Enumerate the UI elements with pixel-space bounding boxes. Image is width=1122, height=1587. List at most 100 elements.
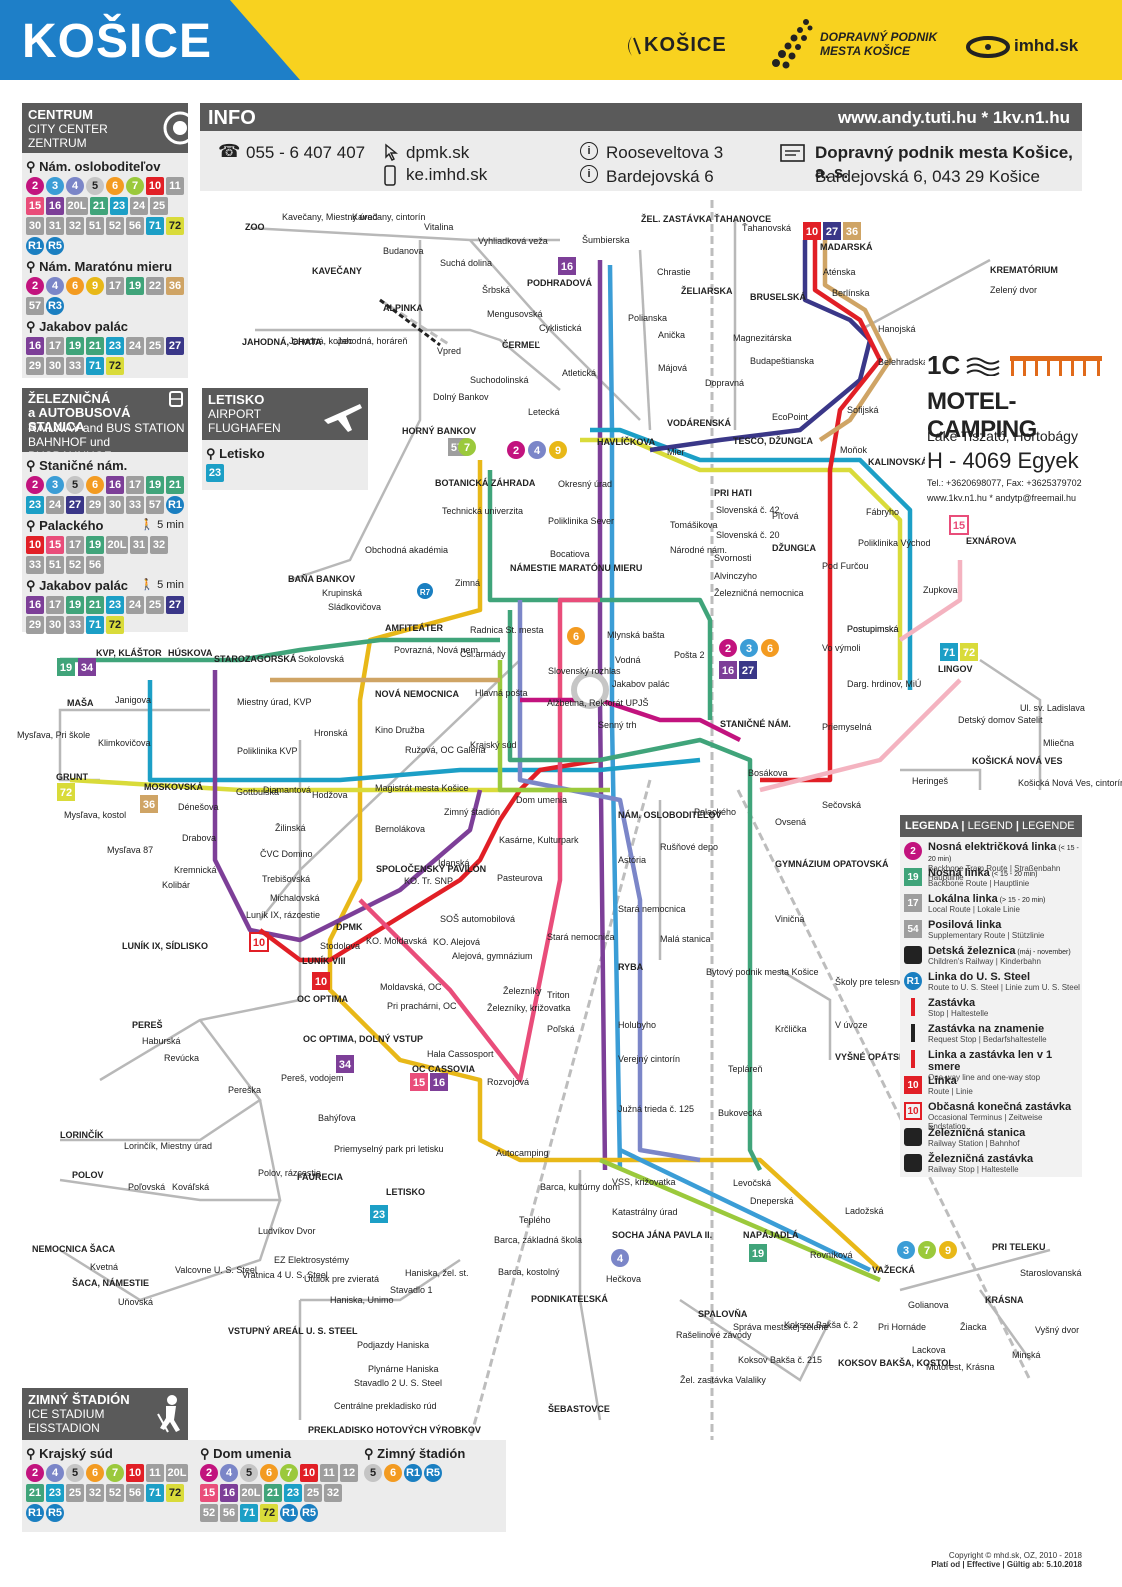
legend-symbol: 10 [904, 1102, 922, 1120]
svg-text:9: 9 [555, 445, 561, 457]
svg-text:2: 2 [725, 643, 731, 655]
imhd-logo-text: imhd.sk [1014, 36, 1079, 55]
info-icon: i [580, 165, 598, 183]
legend-item-subtitle: Supplementary Route | Stützlinie [928, 931, 1045, 940]
ad-web[interactable]: www.1kv.n1.hu * andytp@freemail.hu [927, 493, 1077, 503]
stop-sign-icon: ⚲ [26, 259, 40, 274]
svg-text:72: 72 [60, 787, 72, 799]
route-34 [212, 670, 483, 943]
line-badge: 6 [384, 1464, 402, 1482]
legend-symbol: 17 [904, 894, 922, 912]
centrum-title-en: CITY CENTER [28, 122, 108, 136]
line-badge: 72 [106, 616, 124, 634]
line-badge: 22 [146, 277, 164, 295]
stop-name-text: Palackého [39, 518, 104, 533]
route-19-west [60, 637, 500, 663]
train-icon [190, 391, 202, 409]
line-badge: 23 [46, 1484, 64, 1502]
line-badge: 20L [240, 1484, 262, 1502]
bus-icon [169, 391, 183, 407]
line-badge: 10 [126, 1464, 144, 1482]
line-badge: 32 [66, 217, 84, 235]
line-badge: 6 [106, 177, 124, 195]
stop-name-text: Jakabov palác [39, 319, 129, 334]
motel-camping-ad[interactable]: 1C MOTEL-CAMPING Lake Tiszató, Hortobágy… [925, 350, 1105, 510]
centrum-title: CENTRUM [28, 107, 93, 122]
stop-sign-icon: ⚲ [206, 446, 220, 461]
legend-item-title: Občasná konečná zastávka [928, 1101, 1072, 1113]
legend-item-title: Zastávka na znamenie [928, 1023, 1045, 1035]
stop-name-text: Nám. osloboditeľov [39, 159, 161, 174]
legend-item-subtitle: Route | Linie [928, 1087, 973, 1096]
line-badge: 17 [66, 536, 84, 554]
line-badge: 2 [26, 476, 44, 494]
line-badge: 17 [106, 277, 124, 295]
svg-text:R7: R7 [420, 588, 431, 597]
ad-logo-1c: 1C [927, 350, 961, 380]
info-body: ☎ 055 - 6 407 407 dpmk.sk ke.imhd.sk i R… [200, 131, 1082, 191]
stop-name: ⚲ Staničné nám. [26, 458, 184, 474]
line-badge: R1 [166, 496, 184, 514]
line-badge: 52 [106, 217, 124, 235]
legend-item-title: Zastávka [928, 997, 976, 1009]
route-7-south [599, 1157, 881, 1283]
line-badge: 25 [150, 197, 168, 215]
line-badge: 16 [26, 596, 44, 614]
stop-name-text: Krajský súd [39, 1446, 113, 1461]
line-badge: 30 [106, 496, 124, 514]
info-title-row: INFO www.andy.tuti.hu * 1kv.n1.hu [200, 103, 1082, 131]
railway-lines [379, 200, 1032, 1440]
line-badge: 3 [46, 177, 64, 195]
line-badge: 23 [106, 596, 124, 614]
railway-icon [904, 1154, 922, 1172]
line-badge: 21 [264, 1484, 282, 1502]
line-badge: 20L [106, 536, 128, 554]
legend-item-title: Železničná stanica [928, 1127, 1026, 1139]
svg-text:19: 19 [752, 1248, 764, 1260]
legend-item-subtitle: Local Route | Lokale Linie [928, 905, 1020, 914]
line-badge: 20L [166, 1464, 188, 1482]
svg-text:6: 6 [767, 643, 773, 655]
line-badge: 23 [110, 197, 128, 215]
phone-number[interactable]: 055 - 6 407 407 [246, 143, 366, 162]
line-badge: 30 [46, 357, 64, 375]
route-36 [818, 240, 893, 442]
legend-item-title: Detská železnica [928, 945, 1016, 957]
line-badge: 2 [26, 277, 44, 295]
line-badge: 4 [66, 177, 84, 195]
line-badge: 5 [240, 1464, 258, 1482]
legend-symbol: 19 [904, 868, 922, 886]
line-badge: R5 [424, 1464, 442, 1482]
line-badge: 56 [126, 1484, 144, 1502]
company-address: Bardejovská 6, 043 29 Košice [815, 167, 1040, 186]
line-badge: 57 [146, 496, 164, 514]
info-url[interactable]: www.andy.tuti.hu * 1kv.n1.hu [837, 108, 1070, 127]
svg-text:16: 16 [561, 261, 573, 273]
line-badge: 6 [86, 1464, 104, 1482]
svg-text:16: 16 [433, 1077, 445, 1089]
web-link-dpmk[interactable]: dpmk.sk [406, 143, 470, 162]
effective-date: Platí od | Effective | Gültig ab: 5.10.2… [931, 1560, 1082, 1569]
address-rooseveltova: Rooseveltova 3 [606, 143, 724, 162]
web-link-imhd[interactable]: ke.imhd.sk [406, 165, 488, 184]
line-badge: 57 [26, 297, 44, 315]
stop-sign-icon: ⚲ [364, 1446, 378, 1461]
svg-text:19: 19 [60, 662, 72, 674]
line-badge: 19 [146, 476, 164, 494]
line-badge: 24 [130, 197, 148, 215]
line-badge: R5 [46, 1504, 64, 1522]
line-badge: 5 [66, 1464, 84, 1482]
stop-name-text: Dom umenia [213, 1446, 292, 1461]
children-railway-line [379, 298, 441, 347]
stop-name: ⚲ Jakabov palác🚶 5 min [26, 578, 184, 594]
line-badge: 25 [146, 337, 164, 355]
line-badge: 30 [46, 616, 64, 634]
line-badge: 72 [166, 217, 184, 235]
station-title-en: RAILWAY and BUS STATION [28, 421, 185, 435]
line-badge: 24 [126, 337, 144, 355]
legend-symbol: 2 [904, 842, 922, 860]
line-badge: 71 [86, 616, 104, 634]
